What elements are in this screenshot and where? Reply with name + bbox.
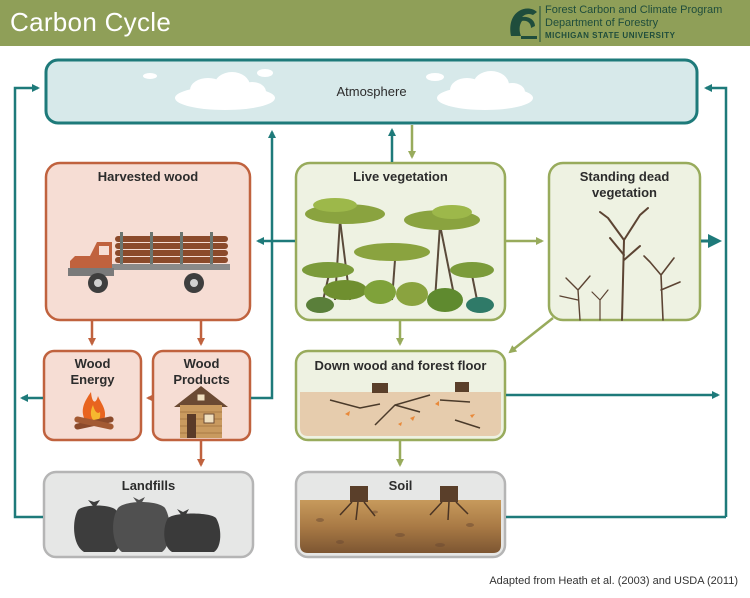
connector-left-to-atmosphere xyxy=(13,84,43,519)
harvested-wood-label: Harvested wood xyxy=(97,169,199,184)
forest-floor-icon xyxy=(300,382,501,436)
arrow-standing-dead-to-down-wood xyxy=(508,317,554,354)
cloud-icon xyxy=(143,69,533,110)
harvested-wood-node: Harvested wood xyxy=(46,163,250,320)
landfills-label: Landfills xyxy=(121,478,176,493)
logging-truck-icon xyxy=(68,232,230,293)
soil-node: Soil xyxy=(296,472,505,557)
live-vegetation-node: Live vegetation xyxy=(296,163,505,320)
down-wood-node: Down wood and forest floor xyxy=(296,351,505,440)
org-department-name: Department of Forestry xyxy=(545,17,659,29)
soil-label: Soil xyxy=(388,478,413,493)
wood-energy-node: Wood Energy xyxy=(44,351,141,440)
wood-energy-box xyxy=(42,349,143,442)
page-title: Carbon Cycle xyxy=(10,7,172,37)
atmosphere-label: Atmosphere xyxy=(336,84,407,99)
org-university-name: MICHIGAN STATE UNIVERSITY xyxy=(545,31,676,40)
standing-dead-node: Standing dead vegetation xyxy=(549,163,700,320)
campfire-icon xyxy=(74,392,114,430)
connector-wood-products-to-center xyxy=(251,258,274,400)
house-icon xyxy=(174,386,228,438)
wood-products-node: Wood Products xyxy=(153,351,250,440)
forest-trees-icon xyxy=(302,198,494,313)
down-wood-label: Down wood and forest floor xyxy=(314,358,487,373)
wood-energy-label: Wood Energy xyxy=(70,356,115,387)
standing-dead-label: Standing dead vegetation xyxy=(579,169,670,200)
org-program-name: Forest Carbon and Climate Program xyxy=(545,4,723,16)
landfills-node: Landfills xyxy=(44,472,253,557)
live-vegetation-label: Live vegetation xyxy=(353,169,448,184)
atmosphere-node: Atmosphere xyxy=(46,60,697,123)
soil-layers-icon xyxy=(300,486,501,553)
connector-right-to-atmosphere xyxy=(704,84,728,517)
trash-bags-icon xyxy=(74,497,221,552)
wood-products-label: Wood Products xyxy=(173,356,230,387)
dead-trees-icon xyxy=(559,207,681,321)
source-citation: Adapted from Heath et al. (2003) and USD… xyxy=(489,575,738,587)
header-bar: Carbon Cycle xyxy=(0,0,750,46)
